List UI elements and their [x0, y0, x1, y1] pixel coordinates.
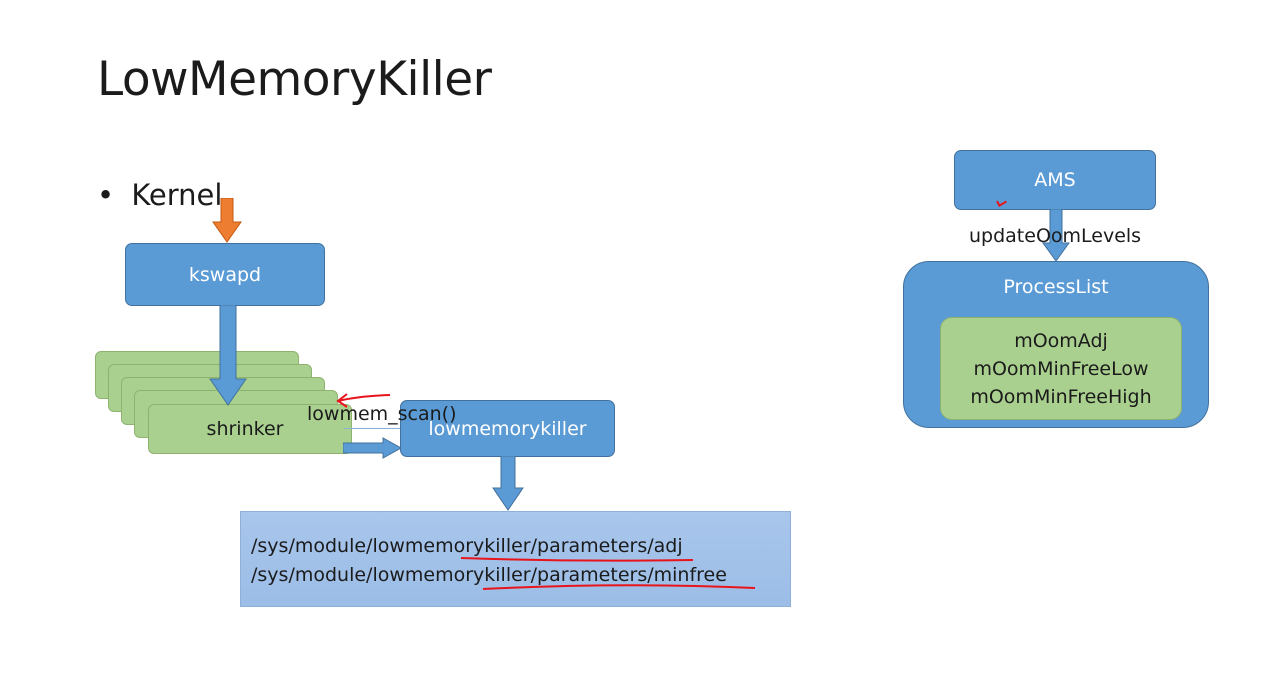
ams-box: AMS: [954, 150, 1156, 210]
kswapd-label: kswapd: [188, 263, 262, 286]
processlist-box: ProcessList mOomAdj mOomMinFreeLow mOomM…: [903, 261, 1209, 428]
shrinker-to-lmk-arrow: [343, 437, 403, 459]
processlist-title: ProcessList: [1003, 276, 1109, 298]
lowmem-scan-label: lowmem_scan(): [307, 403, 457, 425]
field-moomadj: mOomAdj: [1014, 330, 1108, 352]
ams-to-processlist-arrow: [1042, 209, 1070, 262]
red-underlines: [460, 557, 756, 590]
shrinker-label: shrinker: [206, 418, 284, 440]
slide-title: LowMemoryKiller: [97, 52, 492, 107]
field-moomminfreelow: mOomMinFreeLow: [973, 358, 1149, 380]
bullet-text: Kernel: [131, 178, 223, 212]
oom-fields-box: mOomAdj mOomMinFreeLow mOomMinFreeHigh: [940, 317, 1182, 420]
lowmemorykiller-box: lowmemorykiller: [400, 400, 615, 457]
kswapd-to-shrinker-arrow: [209, 305, 247, 406]
lowmemorykiller-label: lowmemorykiller: [428, 417, 587, 440]
lmk-to-paths-arrow: [492, 456, 524, 511]
path-minfree: /sys/module/lowmemorykiller/parameters/m…: [251, 564, 727, 586]
path-adj: /sys/module/lowmemorykiller/parameters/a…: [251, 535, 683, 557]
connector-line: [344, 428, 402, 429]
update-oom-levels-label: updateOomLevels: [969, 225, 1142, 247]
field-moomminfreehigh: mOomMinFreeHigh: [970, 386, 1152, 408]
orange-arrow: [212, 198, 242, 243]
kswapd-box: kswapd: [125, 243, 325, 306]
ams-label: AMS: [1034, 169, 1076, 191]
bullet-symbol: •: [97, 178, 115, 212]
bullet-kernel: • Kernel: [97, 178, 222, 212]
shrinker-card-front: shrinker: [148, 404, 352, 454]
red-annotation-arrow: [336, 393, 391, 408]
